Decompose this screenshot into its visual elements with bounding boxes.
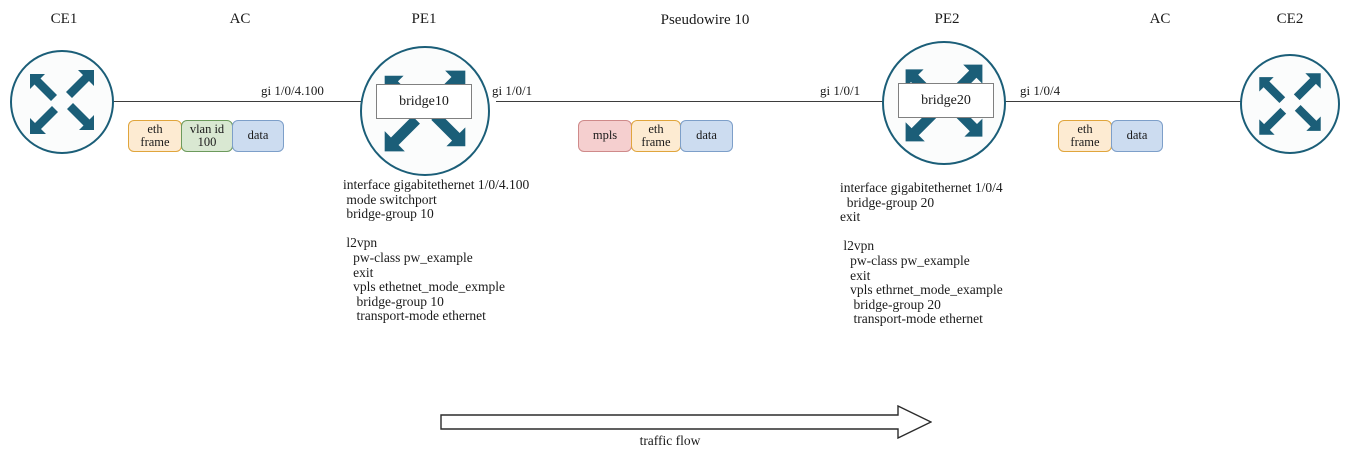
segment-label-pseudowire: Pseudowire 10: [660, 12, 750, 28]
arrow-shape: [440, 405, 932, 439]
packet-field-eth-frame: eth frame: [631, 120, 681, 152]
router-arrows-icon: [30, 70, 94, 134]
traffic-flow-label: traffic flow: [639, 433, 701, 448]
packet-field-data: data: [680, 120, 733, 152]
packet-field-mpls: mpls: [578, 120, 632, 152]
link-pe2-ce2: [1004, 101, 1272, 102]
segment-label-ac-left: AC: [229, 11, 251, 27]
router-ce1[interactable]: [10, 50, 114, 154]
interface-label-pe2-ce2: gi 1/0/4: [1020, 83, 1061, 98]
node-label-pe1: PE1: [411, 11, 437, 27]
bridge-box-pe2[interactable]: bridge20: [898, 83, 994, 118]
link-pe1-pe2: [496, 101, 888, 102]
packet-field-data: data: [1111, 120, 1163, 152]
interface-label-ce1-pe1: gi 1/0/4.100: [261, 83, 324, 98]
router-ce2[interactable]: [1240, 54, 1340, 154]
segment-label-ac-right: AC: [1149, 11, 1171, 27]
packet-stack-ac-right: eth frame data: [1058, 120, 1163, 152]
interface-label-pe2-core: gi 1/0/1: [820, 83, 861, 98]
router-arrows-icon: [1259, 73, 1321, 135]
packet-field-eth-frame: eth frame: [1058, 120, 1112, 152]
packet-field-vlan-id: vlan id 100: [181, 120, 233, 152]
bridge-box-pe1[interactable]: bridge10: [376, 84, 472, 119]
config-block-pe1: interface gigabitethernet 1/0/4.100 mode…: [343, 177, 530, 324]
packet-stack-ac-left: eth frame vlan id 100 data: [128, 120, 284, 152]
node-label-ce2: CE2: [1276, 11, 1304, 27]
config-block-pe2: interface gigabitethernet 1/0/4 bridge-g…: [840, 180, 1003, 327]
packet-stack-pseudowire: mpls eth frame data: [578, 120, 733, 152]
packet-field-data: data: [232, 120, 284, 152]
link-ce1-pe1: [112, 101, 382, 102]
node-label-ce1: CE1: [50, 11, 78, 27]
traffic-flow-arrow: [440, 405, 932, 439]
packet-field-eth-frame: eth frame: [128, 120, 182, 152]
node-label-pe2: PE2: [934, 11, 960, 27]
interface-label-pe1-core: gi 1/0/1: [492, 83, 533, 98]
